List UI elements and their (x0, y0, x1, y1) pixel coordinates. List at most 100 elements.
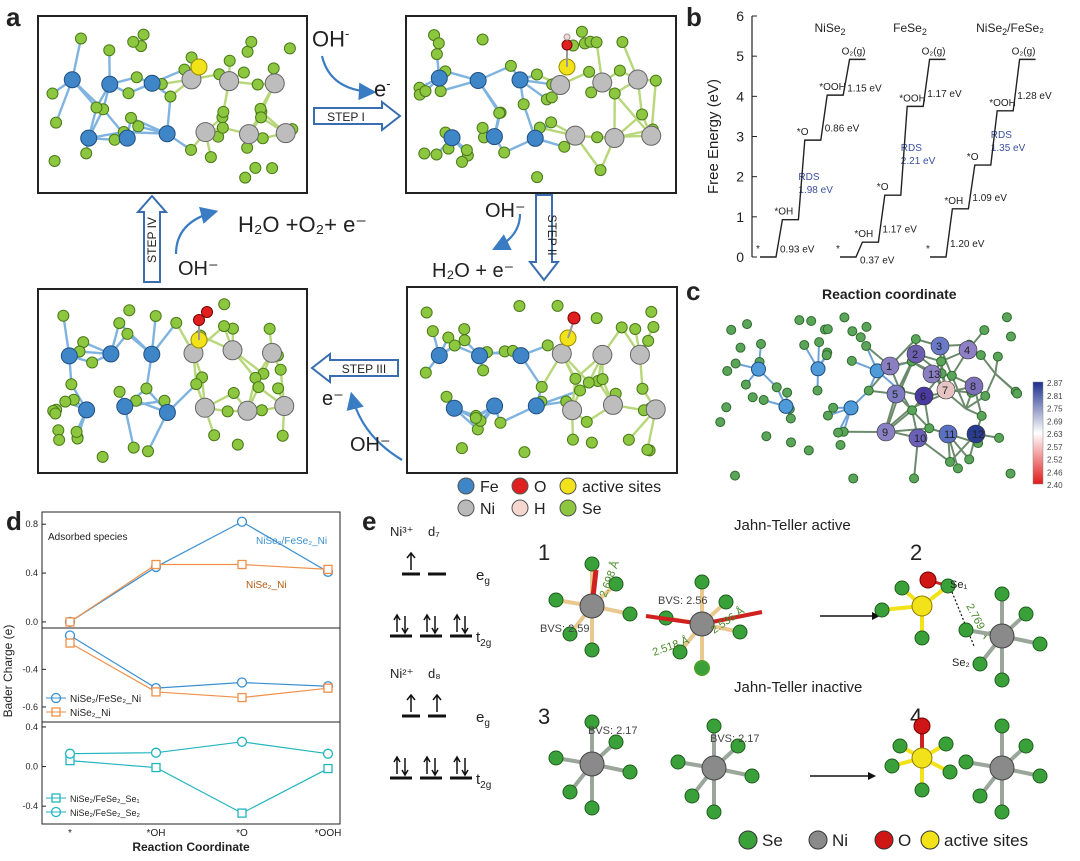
site-number-5: 5 (892, 389, 898, 401)
legend-label: Se (762, 831, 783, 850)
o-atom (914, 718, 930, 734)
column-title: FeSe2 (893, 21, 927, 37)
se-atom (707, 805, 721, 819)
step-iii-label: STEP III (342, 362, 386, 376)
x-axis-label: Reaction Coordinate (132, 840, 250, 854)
spin-up-arrow (394, 757, 400, 774)
products-left-label: H₂O +O₂+ e⁻ (238, 212, 367, 238)
site-number-8: 8 (970, 381, 976, 393)
y-tick-label: 4 (736, 88, 744, 104)
d-config-label: d₈ (428, 666, 441, 681)
site-number-3: 3 (936, 341, 942, 353)
legend-label: NiSe₂/FeSe₂_Se₁ (70, 794, 140, 804)
se-atom (609, 735, 623, 749)
colorbar-tick-label: 2.57 (1047, 443, 1063, 452)
ion-label: Ni²⁺ (390, 666, 413, 681)
data-point (152, 748, 161, 757)
species-label: *OH (944, 196, 963, 207)
y-tick-label: 0.4 (25, 722, 38, 732)
transition-arrow-head (868, 772, 876, 780)
site-number-6: 6 (920, 391, 926, 403)
se-atom (939, 737, 953, 751)
data-point (324, 565, 332, 573)
bvs-label: BVS: 2.56 (658, 595, 708, 607)
se-atom (848, 327, 857, 336)
se-atom (787, 438, 796, 447)
bvs-label: BVS: 2.17 (710, 733, 760, 745)
se-atom (762, 432, 771, 441)
se-atom (995, 587, 1009, 601)
se-atom (1013, 389, 1022, 398)
step-i-label: STEP I (327, 110, 365, 124)
spin-down-arrow (432, 758, 438, 775)
se-atom (786, 414, 795, 423)
se-atom (731, 471, 740, 480)
eg-label: eg (476, 567, 490, 587)
species-label: *OOH (989, 98, 1016, 109)
se-atom (980, 326, 989, 335)
legend-swatch-fe (458, 478, 474, 494)
legend-swatch-o (875, 831, 893, 849)
y-tick-label: 0.4 (25, 568, 38, 578)
se-atom (623, 765, 637, 779)
se2-label: Se₂ (952, 657, 970, 669)
site-number-12: 12 (972, 429, 984, 441)
spin-down-arrow (402, 616, 408, 633)
data-point (324, 749, 333, 758)
x-tick-label: *O (236, 828, 248, 839)
se-atom (719, 595, 733, 609)
site-number-10: 10 (914, 433, 926, 445)
legend-label: active sites (944, 831, 1028, 850)
se-atom (823, 411, 832, 420)
column-title: NiSe2/FeSe₂ (976, 21, 1044, 37)
colorbar-tick-label: 2.52 (1047, 456, 1063, 465)
colorbar-tick-label: 2.75 (1047, 405, 1063, 414)
se-atom (549, 593, 563, 607)
se-atom (915, 631, 929, 645)
species-label: * (756, 244, 760, 255)
products-right-label: H₂O + e⁻ (432, 258, 514, 283)
species-label: O₂(g) (842, 46, 866, 57)
species-label: O₂(g) (922, 46, 946, 57)
se-atom (829, 403, 838, 412)
legend-label: active sites (582, 479, 661, 496)
rds-label: 1.98 eV (798, 185, 833, 196)
spin-up-arrow (424, 757, 430, 774)
se-atom (563, 785, 577, 799)
se-atom (772, 383, 781, 392)
fe-atom (779, 399, 793, 413)
delta-label: 1.20 eV (950, 239, 985, 250)
x-tick-label: * (68, 828, 72, 839)
delta-label: 1.17 eV (927, 89, 962, 100)
se-atom (856, 333, 865, 342)
series-line-middle-0 (70, 636, 328, 689)
delta-label: 1.15 eV (847, 83, 882, 94)
legend-swatch-se (739, 831, 757, 849)
series-line-bottom-0 (70, 761, 328, 813)
species-label: *OH (774, 207, 793, 218)
data-point (238, 678, 247, 687)
se-atom (976, 351, 985, 360)
se-atom (911, 335, 920, 344)
se-atom (945, 457, 954, 466)
y-tick-label: -0.4 (22, 664, 38, 674)
ni-atom (990, 756, 1014, 780)
data-point (324, 684, 332, 692)
oh-top-label: OH- (312, 26, 349, 52)
y-tick-label: 0.0 (25, 762, 38, 772)
legend-label: Fe (480, 479, 499, 496)
se-atom (834, 428, 843, 437)
spin-down-arrow (402, 758, 408, 775)
se-atom (977, 411, 986, 420)
legend-label: O (898, 831, 911, 850)
se-atom (585, 557, 599, 571)
colorbar-tick-label: 2.87 (1047, 379, 1063, 388)
se-atom (993, 352, 1002, 361)
ni-atom (690, 612, 714, 636)
se-atom (804, 446, 813, 455)
step-iv-label: STEP IV (145, 217, 159, 263)
